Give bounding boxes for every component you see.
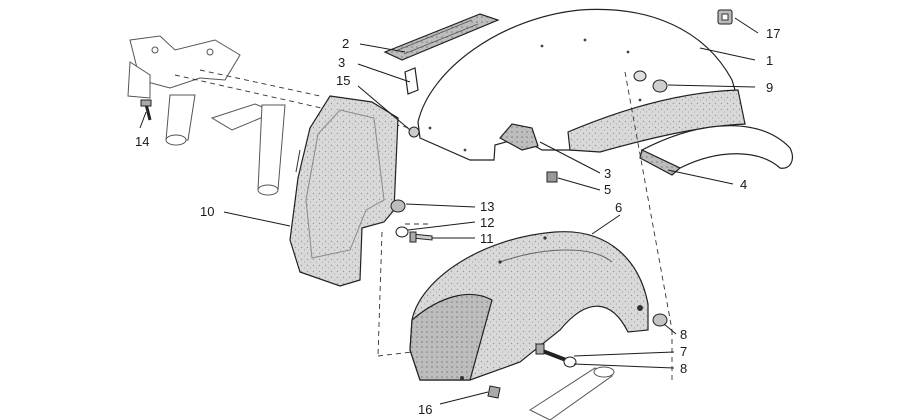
callout-8b: 8	[680, 361, 687, 376]
callout-3a: 3	[338, 55, 345, 70]
hardware-parts	[140, 9, 733, 399]
callout-17: 17	[766, 26, 780, 41]
callout-1: 1	[766, 53, 773, 68]
callout-15: 15	[336, 73, 350, 88]
callout-3b: 3	[604, 166, 611, 181]
callout-12: 12	[480, 215, 494, 230]
mudguard-cover	[409, 231, 649, 381]
callout-14: 14	[135, 134, 149, 149]
callout-9: 9	[766, 80, 773, 95]
swingarm-ghost	[528, 366, 615, 420]
frame-bracket-ghost	[127, 35, 286, 196]
inner-mudguard	[289, 95, 399, 287]
callout-7: 7	[680, 344, 687, 359]
callout-6: 6	[615, 200, 622, 215]
footrest-plate	[383, 13, 500, 95]
leader-lines	[139, 17, 759, 405]
callout-13: 13	[480, 199, 494, 214]
callout-5: 5	[604, 182, 611, 197]
callout-16: 16	[418, 402, 432, 417]
callout-labels: 17 1 2 3 15 9 14 3 5 4 6 10 13 12 11 8 7…	[135, 26, 780, 417]
callout-11: 11	[480, 231, 494, 246]
callout-2: 2	[342, 36, 349, 51]
rear-flap	[639, 125, 793, 176]
callout-4: 4	[740, 177, 747, 192]
callout-8a: 8	[680, 327, 687, 342]
rear-mudguard	[417, 8, 746, 161]
callout-10: 10	[200, 204, 214, 219]
